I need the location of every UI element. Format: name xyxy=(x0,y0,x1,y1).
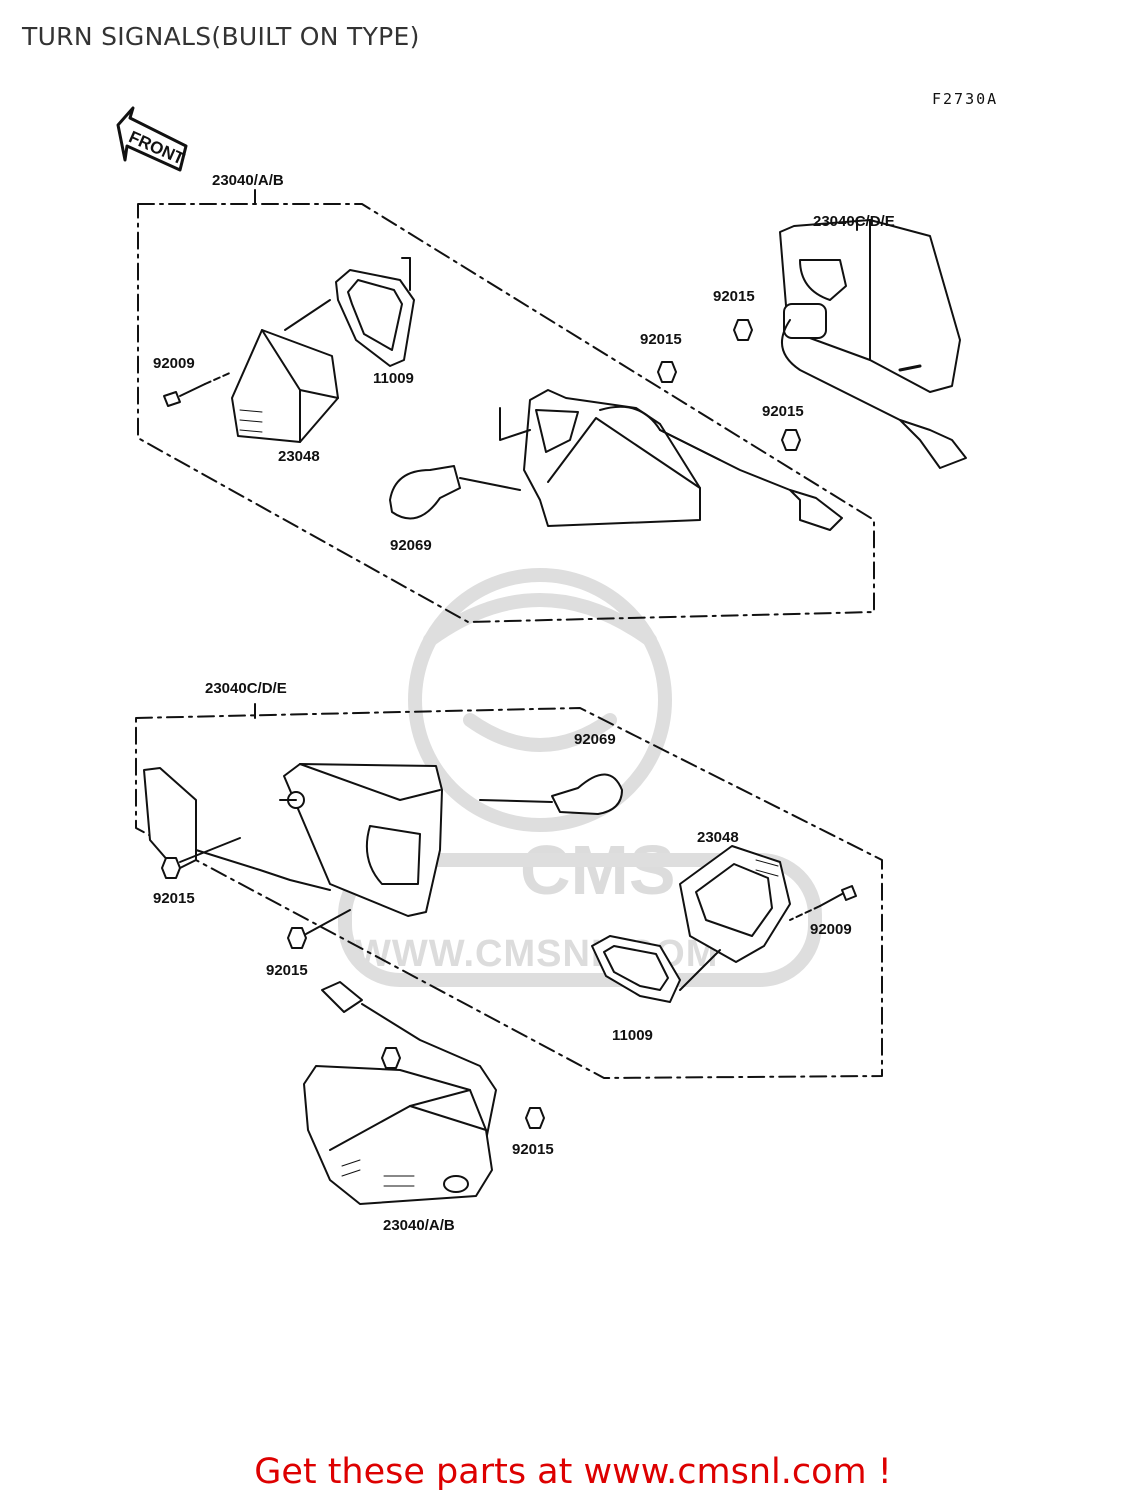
bottom-nut-icon xyxy=(161,837,545,1129)
label-top-nut-c: 92015 xyxy=(762,403,804,420)
label-bottom-nut-c: 92015 xyxy=(512,1141,554,1158)
label-bottom-nut-a: 92015 xyxy=(153,890,195,907)
bottom-housing-icon xyxy=(279,763,443,917)
top-gasket-11009-icon xyxy=(284,257,415,367)
label-top-screw: 92009 xyxy=(153,355,195,372)
label-bottom-assembly-bottom: 23040/A/B xyxy=(383,1217,455,1234)
label-bottom-assembly-top: 23040C/D/E xyxy=(205,680,287,697)
top-group-frame xyxy=(137,189,875,623)
top-nut-icon xyxy=(657,319,801,451)
bottom-lens-23048-icon xyxy=(679,845,791,963)
bottom-wiring-icon xyxy=(321,981,497,1141)
watermark-mascot xyxy=(338,568,822,987)
label-top-bulb: 92069 xyxy=(390,537,432,554)
bottom-screw-92009-icon xyxy=(789,885,857,921)
label-top-assembly-left: 23040/A/B xyxy=(212,172,284,189)
label-top-assembly-right: 23040C/D/E xyxy=(813,213,895,230)
diagram-code: F2730A xyxy=(932,90,999,108)
label-top-nut-a: 92015 xyxy=(640,331,682,348)
watermark-badge: CMS xyxy=(520,831,676,909)
label-bottom-screw: 92009 xyxy=(810,921,852,938)
bottom-assembly-icon xyxy=(303,1065,493,1205)
label-bottom-bulb: 92069 xyxy=(574,731,616,748)
front-arrow-icon: FRONT xyxy=(116,106,188,172)
label-bottom-lens: 23048 xyxy=(697,829,739,846)
bottom-group-frame xyxy=(135,703,883,1079)
label-top-gasket: 11009 xyxy=(373,370,414,387)
bottom-gasket-11009-icon xyxy=(591,935,721,1003)
label-bottom-nut-b: 92015 xyxy=(266,962,308,979)
exploded-parts-diagram: FRONT xyxy=(116,106,967,1205)
label-top-nut-b: 92015 xyxy=(713,288,755,305)
bottom-bulb-92069-icon xyxy=(479,773,623,815)
top-screw-92009-icon xyxy=(163,371,233,407)
top-housing-icon xyxy=(499,389,721,527)
top-right-assembly-icon xyxy=(779,219,967,469)
bottom-connector-icon xyxy=(143,767,331,891)
label-top-lens: 23048 xyxy=(278,448,320,465)
page-title: TURN SIGNALS(BUILT ON TYPE) xyxy=(22,22,420,51)
cta-link[interactable]: Get these parts at www.cmsnl.com ! xyxy=(254,1452,892,1492)
top-connector-icon xyxy=(659,429,843,531)
label-bottom-gasket: 11009 xyxy=(612,1027,653,1044)
top-bulb-92069-icon xyxy=(389,465,521,520)
top-lens-23048 xyxy=(231,329,339,443)
